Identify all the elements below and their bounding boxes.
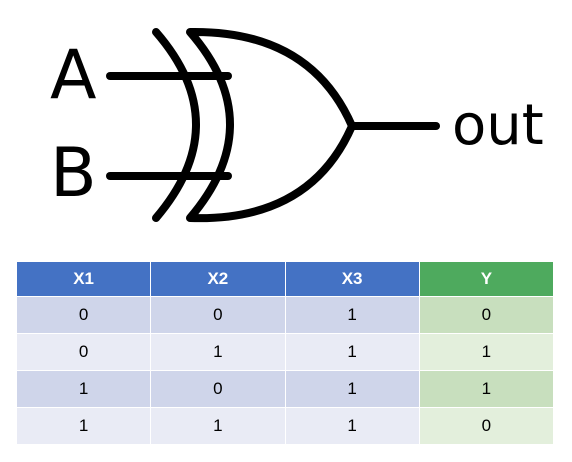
cell-y: 1: [418, 333, 555, 371]
cell-x1: 1: [15, 370, 152, 408]
header-x2: X2: [150, 261, 286, 297]
cell-x2: 0: [150, 370, 286, 408]
cell-x2: 1: [150, 407, 286, 445]
cell-y: 1: [418, 370, 555, 408]
cell-x1: 0: [15, 296, 152, 334]
cell-x3: 1: [284, 370, 420, 408]
table-row: 0 1 1 1: [15, 333, 555, 371]
table-row: 1 0 1 1: [15, 370, 555, 408]
truth-table: X1 X2 X3 Y 0 0 1 0 0 1 1 1 1 0 1 1 1 1 1: [15, 261, 555, 445]
table-row: 1 1 1 0: [15, 407, 555, 445]
header-y: Y: [418, 261, 555, 297]
cell-x1: 0: [15, 333, 152, 371]
output-label: out: [452, 93, 544, 158]
input-b-label: B: [50, 134, 97, 213]
cell-x3: 1: [284, 296, 420, 334]
cell-x3: 1: [284, 407, 420, 445]
truth-table-header-row: X1 X2 X3 Y: [15, 261, 555, 297]
cell-x2: 0: [150, 296, 286, 334]
xor-gate-body: [186, 27, 356, 223]
xor-gate-diagram: [106, 27, 440, 223]
cell-y: 0: [418, 407, 555, 445]
cell-x1: 1: [15, 407, 152, 445]
input-a-label: A: [50, 36, 97, 115]
cell-y: 0: [418, 296, 555, 334]
cell-x2: 1: [150, 333, 286, 371]
table-row: 0 0 1 0: [15, 296, 555, 334]
cell-x3: 1: [284, 333, 420, 371]
header-x1: X1: [15, 261, 152, 297]
header-x3: X3: [284, 261, 420, 297]
xor-extra-curve: [152, 28, 200, 222]
